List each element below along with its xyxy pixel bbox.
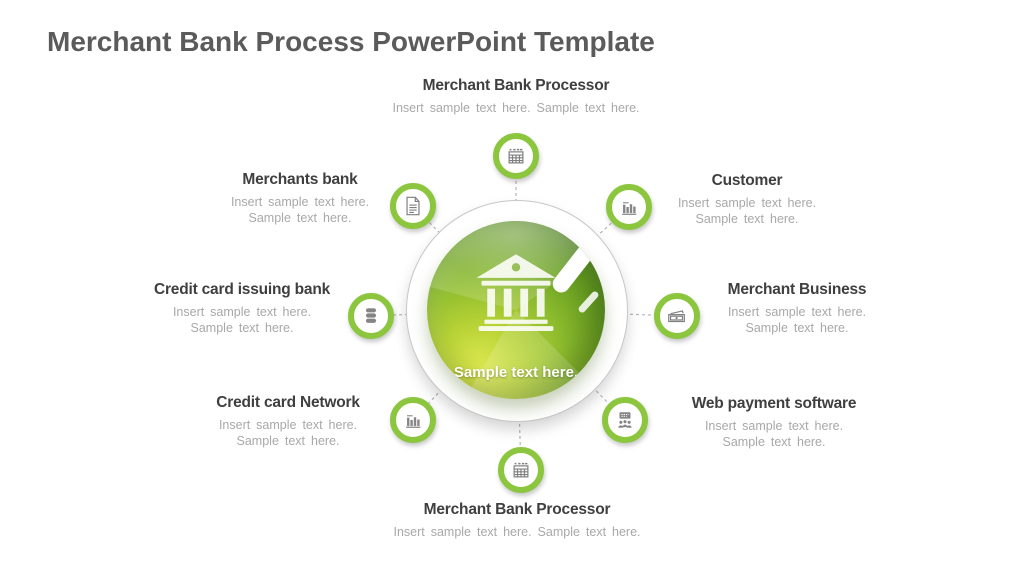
item-desc-line1: Insert sample text here. — [230, 195, 370, 209]
item-title: Merchant Bank Processor — [422, 77, 610, 94]
item-title: Merchants bank — [242, 171, 358, 188]
item-title: Merchant Business — [727, 281, 867, 298]
node-merchant-bank-processor-top — [493, 133, 539, 179]
item-title: Credit card issuing bank — [153, 281, 331, 298]
bank-icon — [476, 254, 556, 331]
cash-icon — [668, 310, 685, 323]
node-credit-card-issuing-bank — [348, 293, 394, 339]
calendar-icon — [508, 148, 524, 164]
item-top-left: Merchants bank Insert sample text here. … — [180, 171, 420, 226]
item-top-right: Customer Insert sample text here. Sample… — [627, 172, 867, 227]
item-desc-line1: Insert sample text here. — [704, 419, 844, 433]
item-bottom-right: Web payment software Insert sample text … — [654, 395, 894, 450]
item-desc-line2: Sample text here. — [745, 320, 849, 335]
center-sphere: Sample text here. — [427, 221, 605, 399]
item-left: Credit card issuing bank Insert sample t… — [122, 281, 362, 336]
item-title: Customer — [711, 172, 783, 189]
gloss-highlight-small — [577, 289, 600, 315]
item-right: Merchant Business Insert sample text her… — [677, 281, 917, 336]
center-label: Sample text here. — [453, 364, 579, 381]
item-bottom: Merchant Bank Processor Insert sample te… — [377, 501, 657, 541]
item-desc: Insert sample text here. Sample text her… — [393, 525, 641, 539]
node-merchant-bank-processor-bottom — [498, 447, 544, 493]
item-desc-line2: Sample text here. — [190, 320, 294, 335]
center-outer-ring: Sample text here. — [406, 200, 628, 422]
item-desc: Insert sample text here. Sample text her… — [392, 101, 640, 115]
item-desc-line2: Sample text here. — [236, 433, 340, 448]
item-top: Merchant Bank Processor Insert sample te… — [376, 77, 656, 117]
item-bottom-left: Credit card Network Insert sample text h… — [168, 394, 408, 449]
node-merchant-business — [654, 293, 700, 339]
item-title: Web payment software — [691, 395, 857, 412]
node-web-payment-software — [602, 397, 648, 443]
bar-chart-icon — [622, 202, 637, 215]
bar-chart-icon — [406, 415, 421, 428]
item-desc-line1: Insert sample text here. — [677, 196, 817, 210]
item-desc-line1: Insert sample text here. — [218, 418, 358, 432]
node-merchants-bank — [390, 183, 436, 229]
item-desc-line2: Sample text here. — [695, 211, 799, 226]
calendar-icon — [513, 462, 529, 478]
item-desc-line1: Insert sample text here. — [727, 305, 867, 319]
node-credit-card-network — [390, 397, 436, 443]
node-customer — [606, 184, 652, 230]
item-desc-line2: Sample text here. — [722, 434, 826, 449]
item-title: Merchant Bank Processor — [423, 501, 611, 518]
database-icon — [365, 308, 377, 323]
document-icon — [406, 196, 420, 216]
item-title: Credit card Network — [216, 394, 360, 411]
item-desc-line1: Insert sample text here. — [172, 305, 312, 319]
page-title: Merchant Bank Process PowerPoint Templat… — [47, 26, 655, 57]
item-desc-line2: Sample text here. — [248, 210, 352, 225]
presentation-audience-icon — [618, 412, 632, 428]
